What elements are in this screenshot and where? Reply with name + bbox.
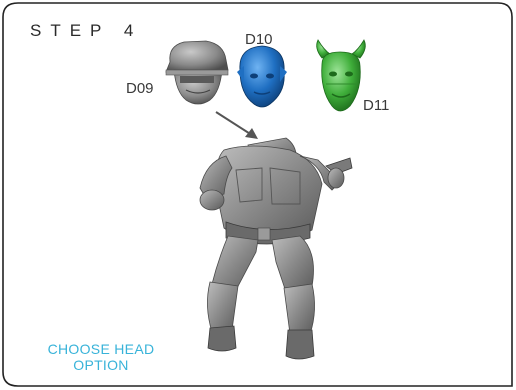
- caption-line-1: CHOOSE HEAD: [26, 341, 176, 357]
- figure-body: [200, 138, 352, 359]
- head-label-d09: D09: [126, 80, 154, 97]
- arrow-icon: [216, 112, 258, 139]
- caption-line-2: OPTION: [26, 357, 176, 373]
- choose-head-caption: CHOOSE HEAD OPTION: [26, 341, 176, 373]
- head-d11-icon[interactable]: [317, 40, 366, 111]
- head-d09-icon[interactable]: [166, 41, 228, 104]
- head-label-d11: D11: [363, 97, 389, 114]
- head-d10-icon[interactable]: [237, 46, 287, 107]
- head-label-d10: D10: [245, 31, 273, 48]
